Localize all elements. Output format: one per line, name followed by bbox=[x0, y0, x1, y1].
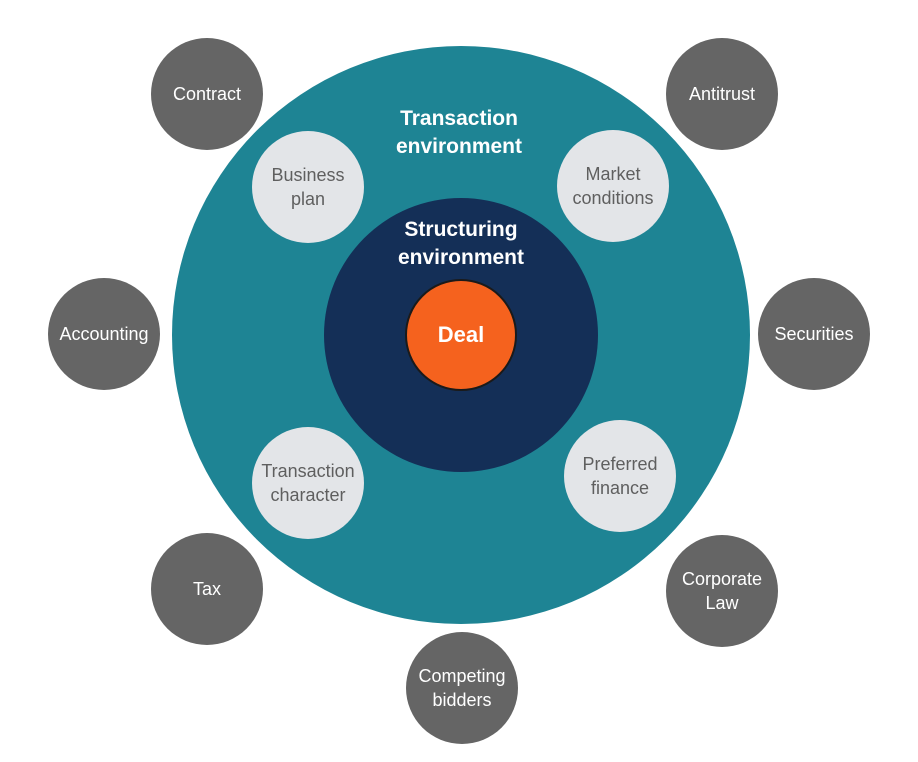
inner-factor-business-plan: Business plan bbox=[252, 131, 364, 243]
competing-bidders-label: Competing bidders bbox=[418, 666, 506, 710]
outer-factor-securities: Securities bbox=[758, 278, 870, 390]
corporate-law-label: Corporate Law bbox=[681, 569, 763, 613]
securities-label: Securities bbox=[774, 324, 854, 344]
inner-factor-market-conditions: Market conditions bbox=[557, 130, 669, 242]
preferred-finance-label: Preferred finance bbox=[582, 454, 658, 498]
structuring-environment-label: Structuring environment bbox=[397, 218, 525, 269]
tax-label: Tax bbox=[192, 579, 221, 599]
market-conditions-label: Market conditions bbox=[572, 164, 654, 208]
outer-factor-competing-bidders: Competing bidders bbox=[406, 632, 518, 744]
contract-label: Contract bbox=[172, 84, 242, 104]
deal-circle: Deal bbox=[405, 279, 517, 391]
accounting-label: Accounting bbox=[59, 324, 149, 344]
antitrust-label: Antitrust bbox=[688, 84, 756, 104]
outer-factor-corporate-law: Corporate Law bbox=[666, 535, 778, 647]
deal-label: Deal bbox=[437, 322, 485, 347]
business-plan-label: Business plan bbox=[271, 165, 345, 209]
outer-factor-tax: Tax bbox=[151, 533, 263, 645]
transaction-environment-label: Transaction environment bbox=[395, 107, 523, 158]
outer-factor-accounting: Accounting bbox=[48, 278, 160, 390]
outer-factor-contract: Contract bbox=[151, 38, 263, 150]
transaction-character-label: Transaction character bbox=[261, 461, 355, 505]
inner-factor-preferred-finance: Preferred finance bbox=[564, 420, 676, 532]
outer-factor-antitrust: Antitrust bbox=[666, 38, 778, 150]
inner-factor-transaction-character: Transaction character bbox=[252, 427, 364, 539]
